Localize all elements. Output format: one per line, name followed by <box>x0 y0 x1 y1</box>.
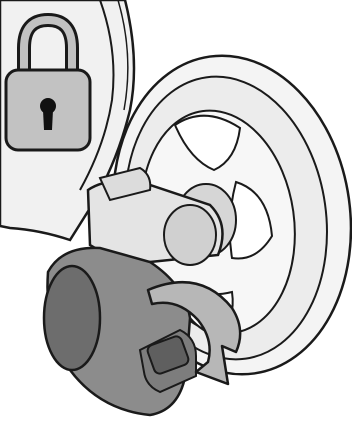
brake-diagram <box>0 0 352 421</box>
diagram-svg <box>0 0 352 421</box>
